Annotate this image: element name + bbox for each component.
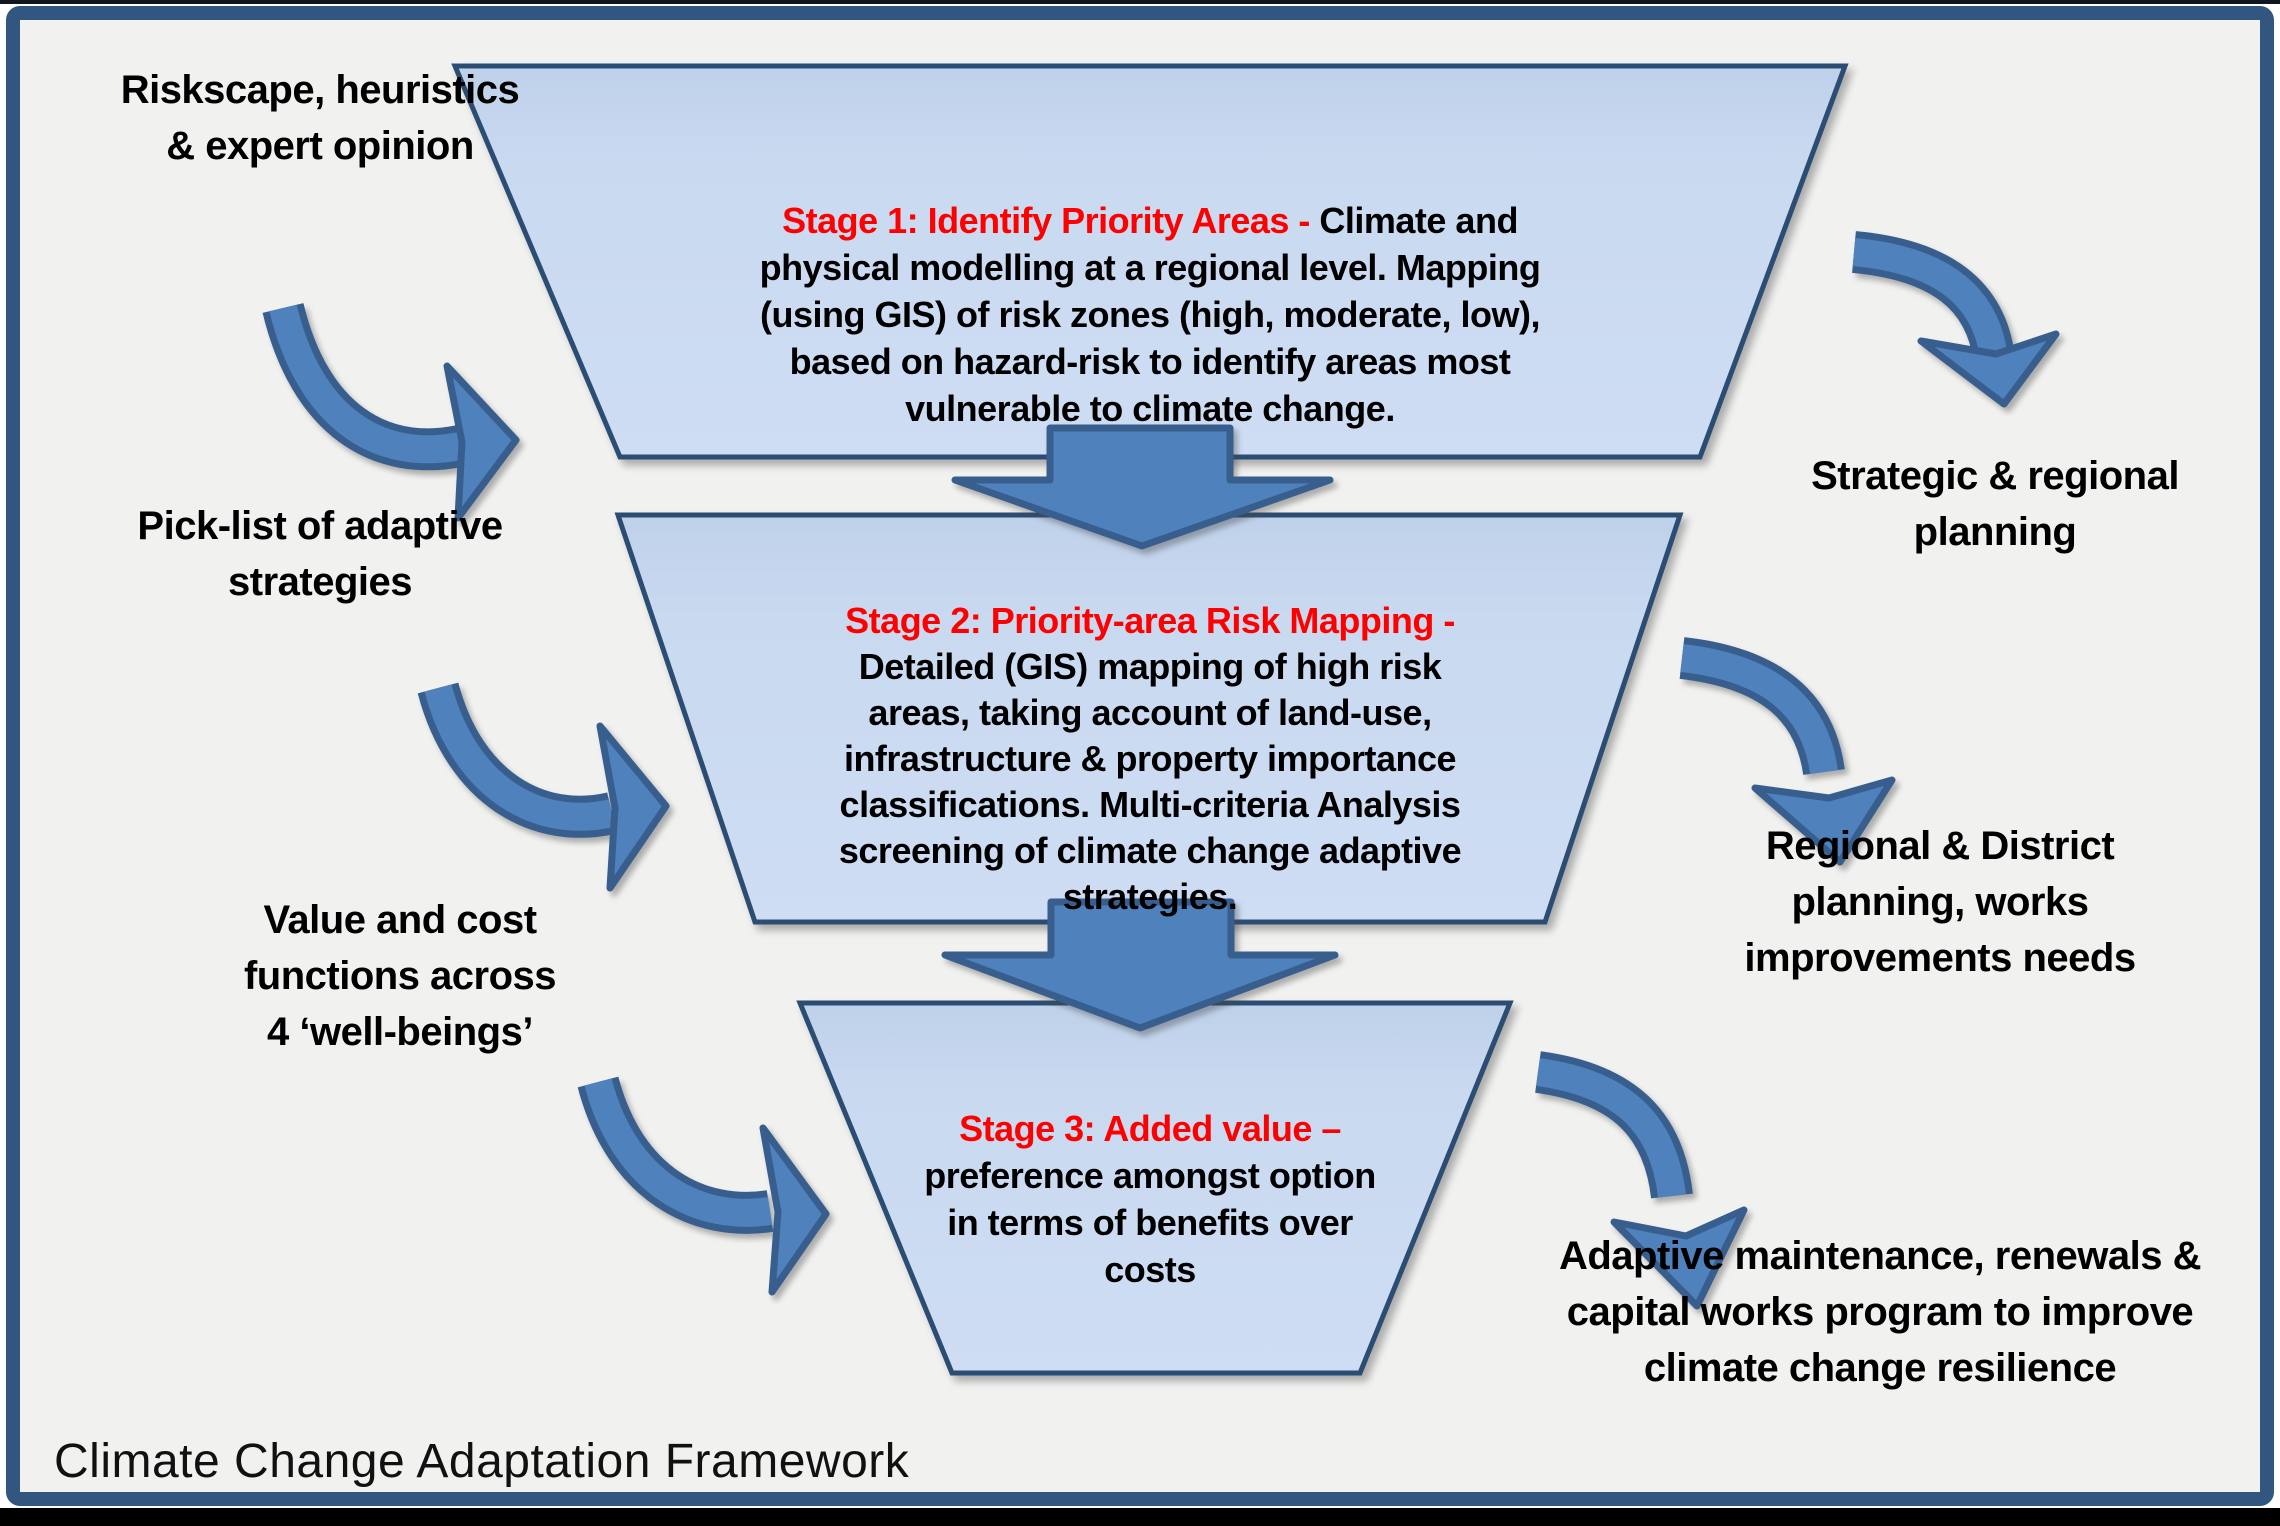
stage3-text: Stage 3: Added value – preference amongs…	[780, 1058, 1520, 1293]
output-label-strategic: Strategic & regional planning	[1811, 454, 2179, 554]
input-label-picklist: Pick-list of adaptive strategies	[137, 504, 503, 604]
bottom-border-bar	[0, 1508, 2280, 1526]
stage1-funnel-shape	[451, 63, 1849, 460]
stage1-text: Stage 1: Identify Priority Areas - Clima…	[560, 150, 1740, 432]
stage2-body: Detailed (GIS) mapping of high risk area…	[838, 646, 1462, 917]
stage3-funnel-shape	[796, 1000, 1514, 1376]
picklist-to-stage2-curved-arrow-icon	[417, 682, 670, 892]
stage2-to-regional-curved-arrow-icon	[1679, 637, 1896, 866]
stage3-body: preference amongst option in terms of be…	[924, 1155, 1376, 1290]
output-label-adaptive-maintenance: Adaptive maintenance, renewals & capital…	[1558, 1234, 2202, 1390]
stage1-body: Climate and physical modelling at a regi…	[759, 200, 1541, 429]
stage2-funnel-shape	[614, 512, 1684, 925]
stage2-text: Stage 2: Priority-area Risk Mapping - De…	[700, 552, 1600, 920]
stage3-to-adaptive-curved-arrow-icon	[1534, 1051, 1748, 1310]
diagram-title: Climate Change Adaptation Framework	[54, 1435, 910, 1488]
stage2-to-stage3-block-down-arrow-icon	[941, 898, 1339, 1032]
stage1-heading: Stage 1: Identify Priority Areas -	[782, 200, 1320, 241]
stage1-to-strategic-curved-arrow-icon	[1851, 231, 2060, 408]
stage1-to-stage2-block-down-arrow-icon	[951, 424, 1334, 550]
output-label-regional-district: Regional & District planning, works impr…	[1744, 824, 2136, 980]
input-label-value-cost: Value and cost functions across 4 ‘well-…	[243, 898, 557, 1054]
stage2-heading: Stage 2: Priority-area Risk Mapping -	[845, 600, 1455, 641]
stage3-heading: Stage 3: Added value –	[959, 1108, 1341, 1149]
riskscape-to-stage1-curved-arrow-icon	[262, 302, 520, 522]
top-border-line	[0, 0, 2280, 4]
input-label-riskscape: Riskscape, heuristics & expert opinion	[120, 68, 520, 168]
value-cost-to-stage3-curved-arrow-icon	[577, 1076, 830, 1296]
